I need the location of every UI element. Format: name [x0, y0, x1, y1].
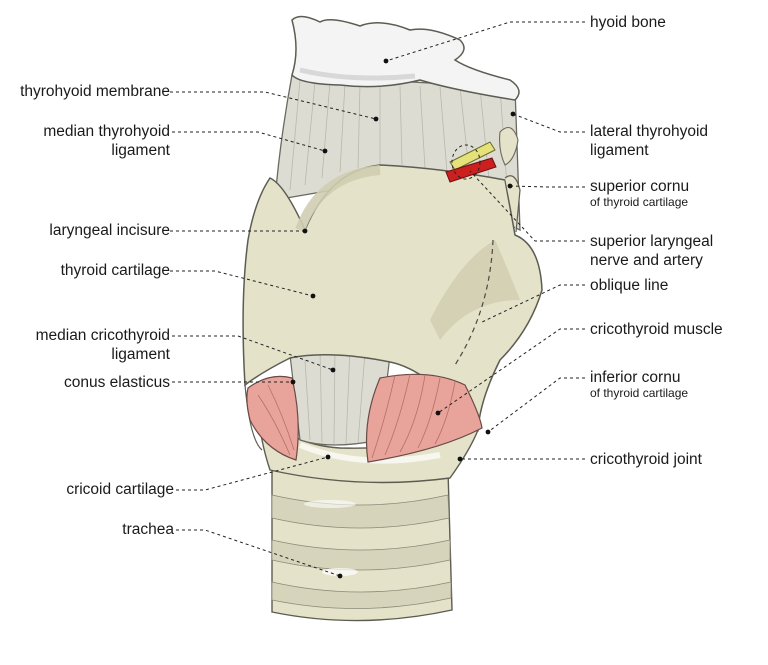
label-thyroid-cartilage: thyroid cartilage: [60, 262, 170, 279]
label-superior-laryngeal-nerve-artery: superior laryngeal nerve and artery: [590, 232, 713, 270]
label-median-cricothyroid-ligament: median cricothyroid ligament: [36, 326, 170, 364]
hyoid-bone-shape: [291, 15, 520, 101]
superior-laryngeal-nerve-artery-shape: [445, 141, 497, 183]
leader-lines: [170, 21, 585, 577]
label-median-thyrohyoid-ligament: median thyrohyoid ligament: [43, 122, 170, 160]
label-superior-laryngeal-line1: superior laryngeal: [590, 233, 714, 250]
label-superior-cornu-sub: of thyroid cartilage: [590, 195, 689, 209]
label-median-cricothyroid-ligament-line1: median cricothyroid: [35, 327, 170, 344]
label-inferior-cornu: inferior cornu of thyroid cartilage: [590, 368, 688, 400]
label-median-thyrohyoid-ligament-line2: ligament: [111, 142, 170, 159]
label-inferior-cornu-sub: of thyroid cartilage: [590, 386, 689, 400]
label-laryngeal-incisure: laryngeal incisure: [49, 222, 170, 239]
label-trachea: trachea: [122, 521, 174, 538]
label-cricoid-cartilage: cricoid cartilage: [66, 481, 174, 498]
label-inferior-cornu-main: inferior cornu: [590, 369, 681, 386]
label-hyoid-bone: hyoid bone: [590, 14, 666, 31]
label-lateral-thyrohyoid-ligament: lateral thyrohyoid ligament: [590, 122, 708, 160]
label-cricothyroid-joint: cricothyroid joint: [590, 451, 702, 468]
cricoid-cartilage-shape: [257, 408, 480, 484]
leader-dots: [290, 58, 516, 579]
thyroid-cartilage-shape: [242, 164, 543, 451]
label-oblique-line: oblique line: [590, 277, 669, 294]
label-median-thyrohyoid-ligament-line1: median thyrohyoid: [43, 123, 170, 140]
cricothyroid-muscle-shape: [246, 373, 483, 463]
label-superior-cornu-main: superior cornu: [590, 178, 690, 195]
label-superior-laryngeal-line2: nerve and artery: [590, 252, 703, 269]
label-lateral-thyrohyoid-ligament-line1: lateral thyrohyoid: [590, 123, 709, 140]
label-lateral-thyrohyoid-ligament-line2: ligament: [590, 142, 649, 159]
label-conus-elasticus: conus elasticus: [64, 374, 170, 391]
label-cricothyroid-muscle: cricothyroid muscle: [590, 321, 723, 338]
label-superior-cornu: superior cornu of thyroid cartilage: [590, 177, 689, 209]
lateral-thyrohyoid-ligament-shape: [499, 126, 519, 166]
label-median-cricothyroid-ligament-line2: ligament: [111, 346, 170, 363]
trachea-shape: [271, 469, 453, 622]
label-thyrohyoid-membrane: thyrohyoid membrane: [20, 83, 170, 100]
